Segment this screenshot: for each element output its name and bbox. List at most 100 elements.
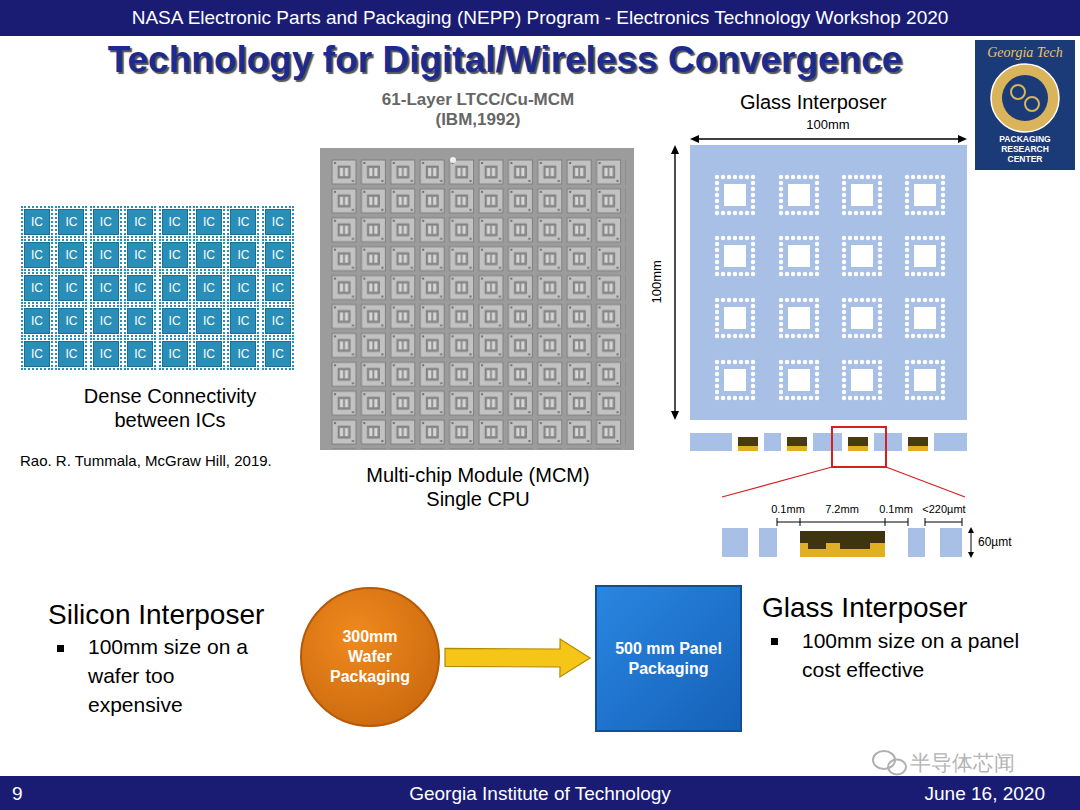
page-number: 9 (12, 783, 52, 806)
chip-label: IC (65, 314, 77, 329)
chip-label: IC (203, 281, 215, 296)
chip-label: IC (237, 347, 249, 362)
chip-label: IC (65, 215, 77, 230)
chip-label: IC (65, 347, 77, 362)
ic-chip: IC (265, 308, 291, 334)
cross-section (690, 427, 967, 497)
chip-label: IC (100, 215, 112, 230)
ic-chip: IC (93, 308, 119, 334)
chip-label: IC (237, 281, 249, 296)
logo (975, 40, 1075, 170)
chip-label: IC (100, 281, 112, 296)
chip-label: IC (31, 248, 43, 263)
ic-chip: IC (24, 275, 50, 301)
glass-interposer (690, 145, 967, 420)
dimension-label: 100mm (649, 252, 665, 312)
chip-label: IC (31, 347, 43, 362)
ic-chip: IC (93, 209, 119, 235)
chip-label: IC (203, 347, 215, 362)
bullet (57, 645, 64, 652)
ic-chip: IC (127, 341, 153, 367)
bullet-text: 100mm size on a panel cost effective (802, 627, 1052, 685)
chip-label: IC (169, 314, 181, 329)
ic-chip: IC (24, 308, 50, 334)
chip-label: IC (169, 281, 181, 296)
ic-chip: IC (265, 242, 291, 268)
mcm-photo (320, 148, 634, 450)
chip-label: IC (100, 248, 112, 263)
ic-chip: IC (127, 242, 153, 268)
logo-text: PACKAGING RESEARCH CENTER (983, 135, 1067, 164)
ic-chip: IC (127, 308, 153, 334)
chip-label: IC (31, 281, 43, 296)
ic-chip: IC (230, 308, 256, 334)
ic-chip: IC (93, 341, 119, 367)
panel-square: 500 mm Panel Packaging (595, 585, 742, 732)
chip-label: IC (134, 347, 146, 362)
ic-chip: IC (93, 275, 119, 301)
chip-label: IC (169, 347, 181, 362)
dimension-label: 60µmt (978, 535, 1033, 549)
ic-chip: IC (162, 308, 188, 334)
footer-date: June 16, 2020 (850, 783, 1045, 806)
dimension-label: <220µmt (914, 503, 974, 516)
ic-chip: IC (162, 242, 188, 268)
chip-label: IC (203, 215, 215, 230)
chip-label: IC (31, 215, 43, 230)
ic-chip: IC (58, 275, 84, 301)
ic-chip: IC (230, 209, 256, 235)
node-label: 500 mm Panel Packaging (603, 639, 734, 679)
chip-label: IC (134, 248, 146, 263)
ic-chip: IC (196, 341, 222, 367)
ic-chip: IC (196, 275, 222, 301)
header-bar (0, 0, 1080, 36)
node-label: 300mm Wafer Packaging (323, 627, 417, 687)
chip-label: IC (272, 215, 284, 230)
figure-caption: Multi-chip Module (MCM) Single CPU (338, 463, 618, 511)
ic-chip: IC (196, 242, 222, 268)
ic-chip: IC (162, 275, 188, 301)
ic-chip: IC (265, 209, 291, 235)
bullet-text: 100mm size on a wafer too expensive (88, 633, 268, 720)
wafer-circle: 300mm Wafer Packaging (300, 587, 440, 727)
dimension-label: 0.1mm (766, 503, 810, 516)
dimension-label: 7.2mm (819, 503, 865, 516)
chip-label: IC (134, 215, 146, 230)
ic-chip: IC (230, 242, 256, 268)
ic-chip: IC (58, 242, 84, 268)
ic-chip: IC (196, 308, 222, 334)
chip-label: IC (169, 215, 181, 230)
chip-label: IC (134, 281, 146, 296)
chip-label: IC (237, 314, 249, 329)
chip-label: IC (272, 248, 284, 263)
figure-caption: Dense Connectivity between ICs (60, 384, 280, 432)
footer-text: Georgia Institute of Technology (340, 783, 740, 806)
ic-chip: IC (24, 209, 50, 235)
slide-title: Technology for Digital/Wireless Converge… (30, 38, 980, 82)
chip-label: IC (237, 248, 249, 263)
reference-note: Rao. R. Tummala, McGraw Hill, 2019. (20, 452, 330, 470)
ic-chip: IC (230, 341, 256, 367)
chip-label: IC (134, 314, 146, 329)
ic-chip: IC (196, 209, 222, 235)
chip-label: IC (272, 281, 284, 296)
section-heading: Silicon Interposer (48, 598, 318, 632)
ic-chip: IC (127, 209, 153, 235)
chip-label: IC (203, 248, 215, 263)
watermark-icon (873, 751, 906, 775)
bullet (771, 638, 778, 645)
chip-label: IC (169, 248, 181, 263)
dimension-arrows (671, 135, 967, 420)
chip-label: IC (65, 281, 77, 296)
chip-label: IC (203, 314, 215, 329)
ic-chip: IC (58, 341, 84, 367)
dimension-label: 0.1mm (874, 503, 918, 516)
figure-heading: Glass Interposer (740, 90, 930, 114)
ic-chip: IC (230, 275, 256, 301)
header-text: NASA Electronic Parts and Packaging (NEP… (0, 7, 1080, 30)
chip-label: IC (237, 215, 249, 230)
chip-label: IC (100, 314, 112, 329)
chip-label: IC (31, 314, 43, 329)
ic-chip: IC (58, 209, 84, 235)
ic-chip: IC (24, 242, 50, 268)
